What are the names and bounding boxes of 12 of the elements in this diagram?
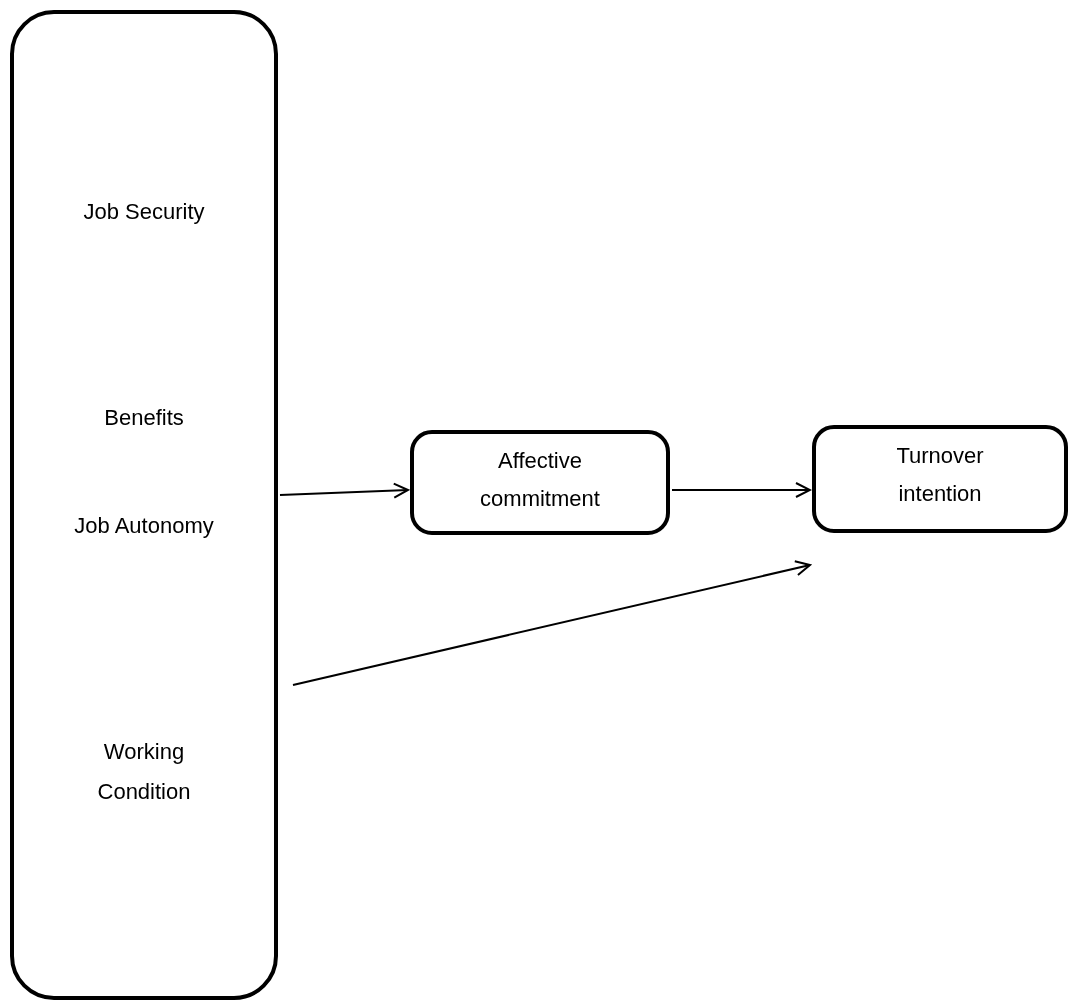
arrow [671,482,811,498]
arrow [292,560,811,686]
arrow [279,482,409,499]
rounded-box [812,425,1068,533]
rounded-box [410,430,670,535]
box-label: Turnover intention [895,442,985,508]
box-label: Benefits [103,404,185,432]
rounded-box [10,10,278,1000]
box-label: Affective commitment [479,447,601,513]
box-label: Job Security [82,198,206,226]
box-label: Working Condition [96,738,192,806]
box-label: Job Autonomy [73,512,215,540]
